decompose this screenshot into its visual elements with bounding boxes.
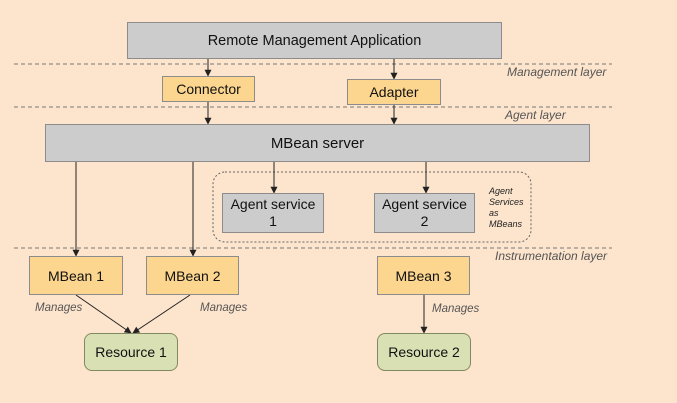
agent-service-2-label: Agent service [382,196,467,212]
resource-2-label: Resource 2 [388,344,460,360]
connector-label: Connector [176,81,241,97]
agent-layer-label: Agent layer [505,108,566,122]
agent-service-1-label: Agent service [230,196,316,212]
arrow-mbean2-to-resource1 [132,294,191,334]
note-line-1: Agent [489,186,513,196]
agent-service-2-number: 2 [420,213,429,229]
mbean-1-label: MBean 1 [47,267,105,284]
mbean-1-box: MBean 1 [29,256,123,295]
adapter-label: Adapter [369,84,419,100]
arrow-mbean1-to-resource1 [75,294,132,334]
mbean-3-box: MBean 3 [377,256,470,295]
note-line-2: Services [489,197,524,207]
agent-services-note: Agent Services as MBeans [489,186,524,230]
manages-label-2: Manages [200,302,248,314]
manages-label-3: Manages [432,303,480,315]
mbean-server-label: MBean server [270,134,365,152]
mbean-3-label: MBean 3 [395,267,452,284]
adapter-box: Adapter [347,79,441,105]
manages-label-1: Manages [35,302,83,314]
connector-box: Connector [162,76,255,102]
note-line-4: MBeans [489,219,523,229]
agent-service-1-number: 1 [269,213,277,229]
mbean-server-box: MBean server [45,124,590,162]
agent-service-2-box: Agent service 2 [374,193,475,233]
note-line-3: as [489,208,499,218]
agent-service-1-box: Agent service 1 [222,193,324,233]
management-layer-label: Management layer [507,65,607,79]
resource-2-box: Resource 2 [377,333,471,371]
agent-services-group [212,171,532,243]
instrumentation-layer-label: Instrumentation layer [495,249,608,263]
mbean-2-label: MBean 2 [164,267,221,284]
remote-management-application-label: Remote Management Application [207,32,422,49]
remote-management-application-box: Remote Management Application [127,22,502,59]
resource-1-box: Resource 1 [84,333,178,371]
mbean-2-box: MBean 2 [146,256,239,295]
resource-1-label: Resource 1 [95,344,167,360]
